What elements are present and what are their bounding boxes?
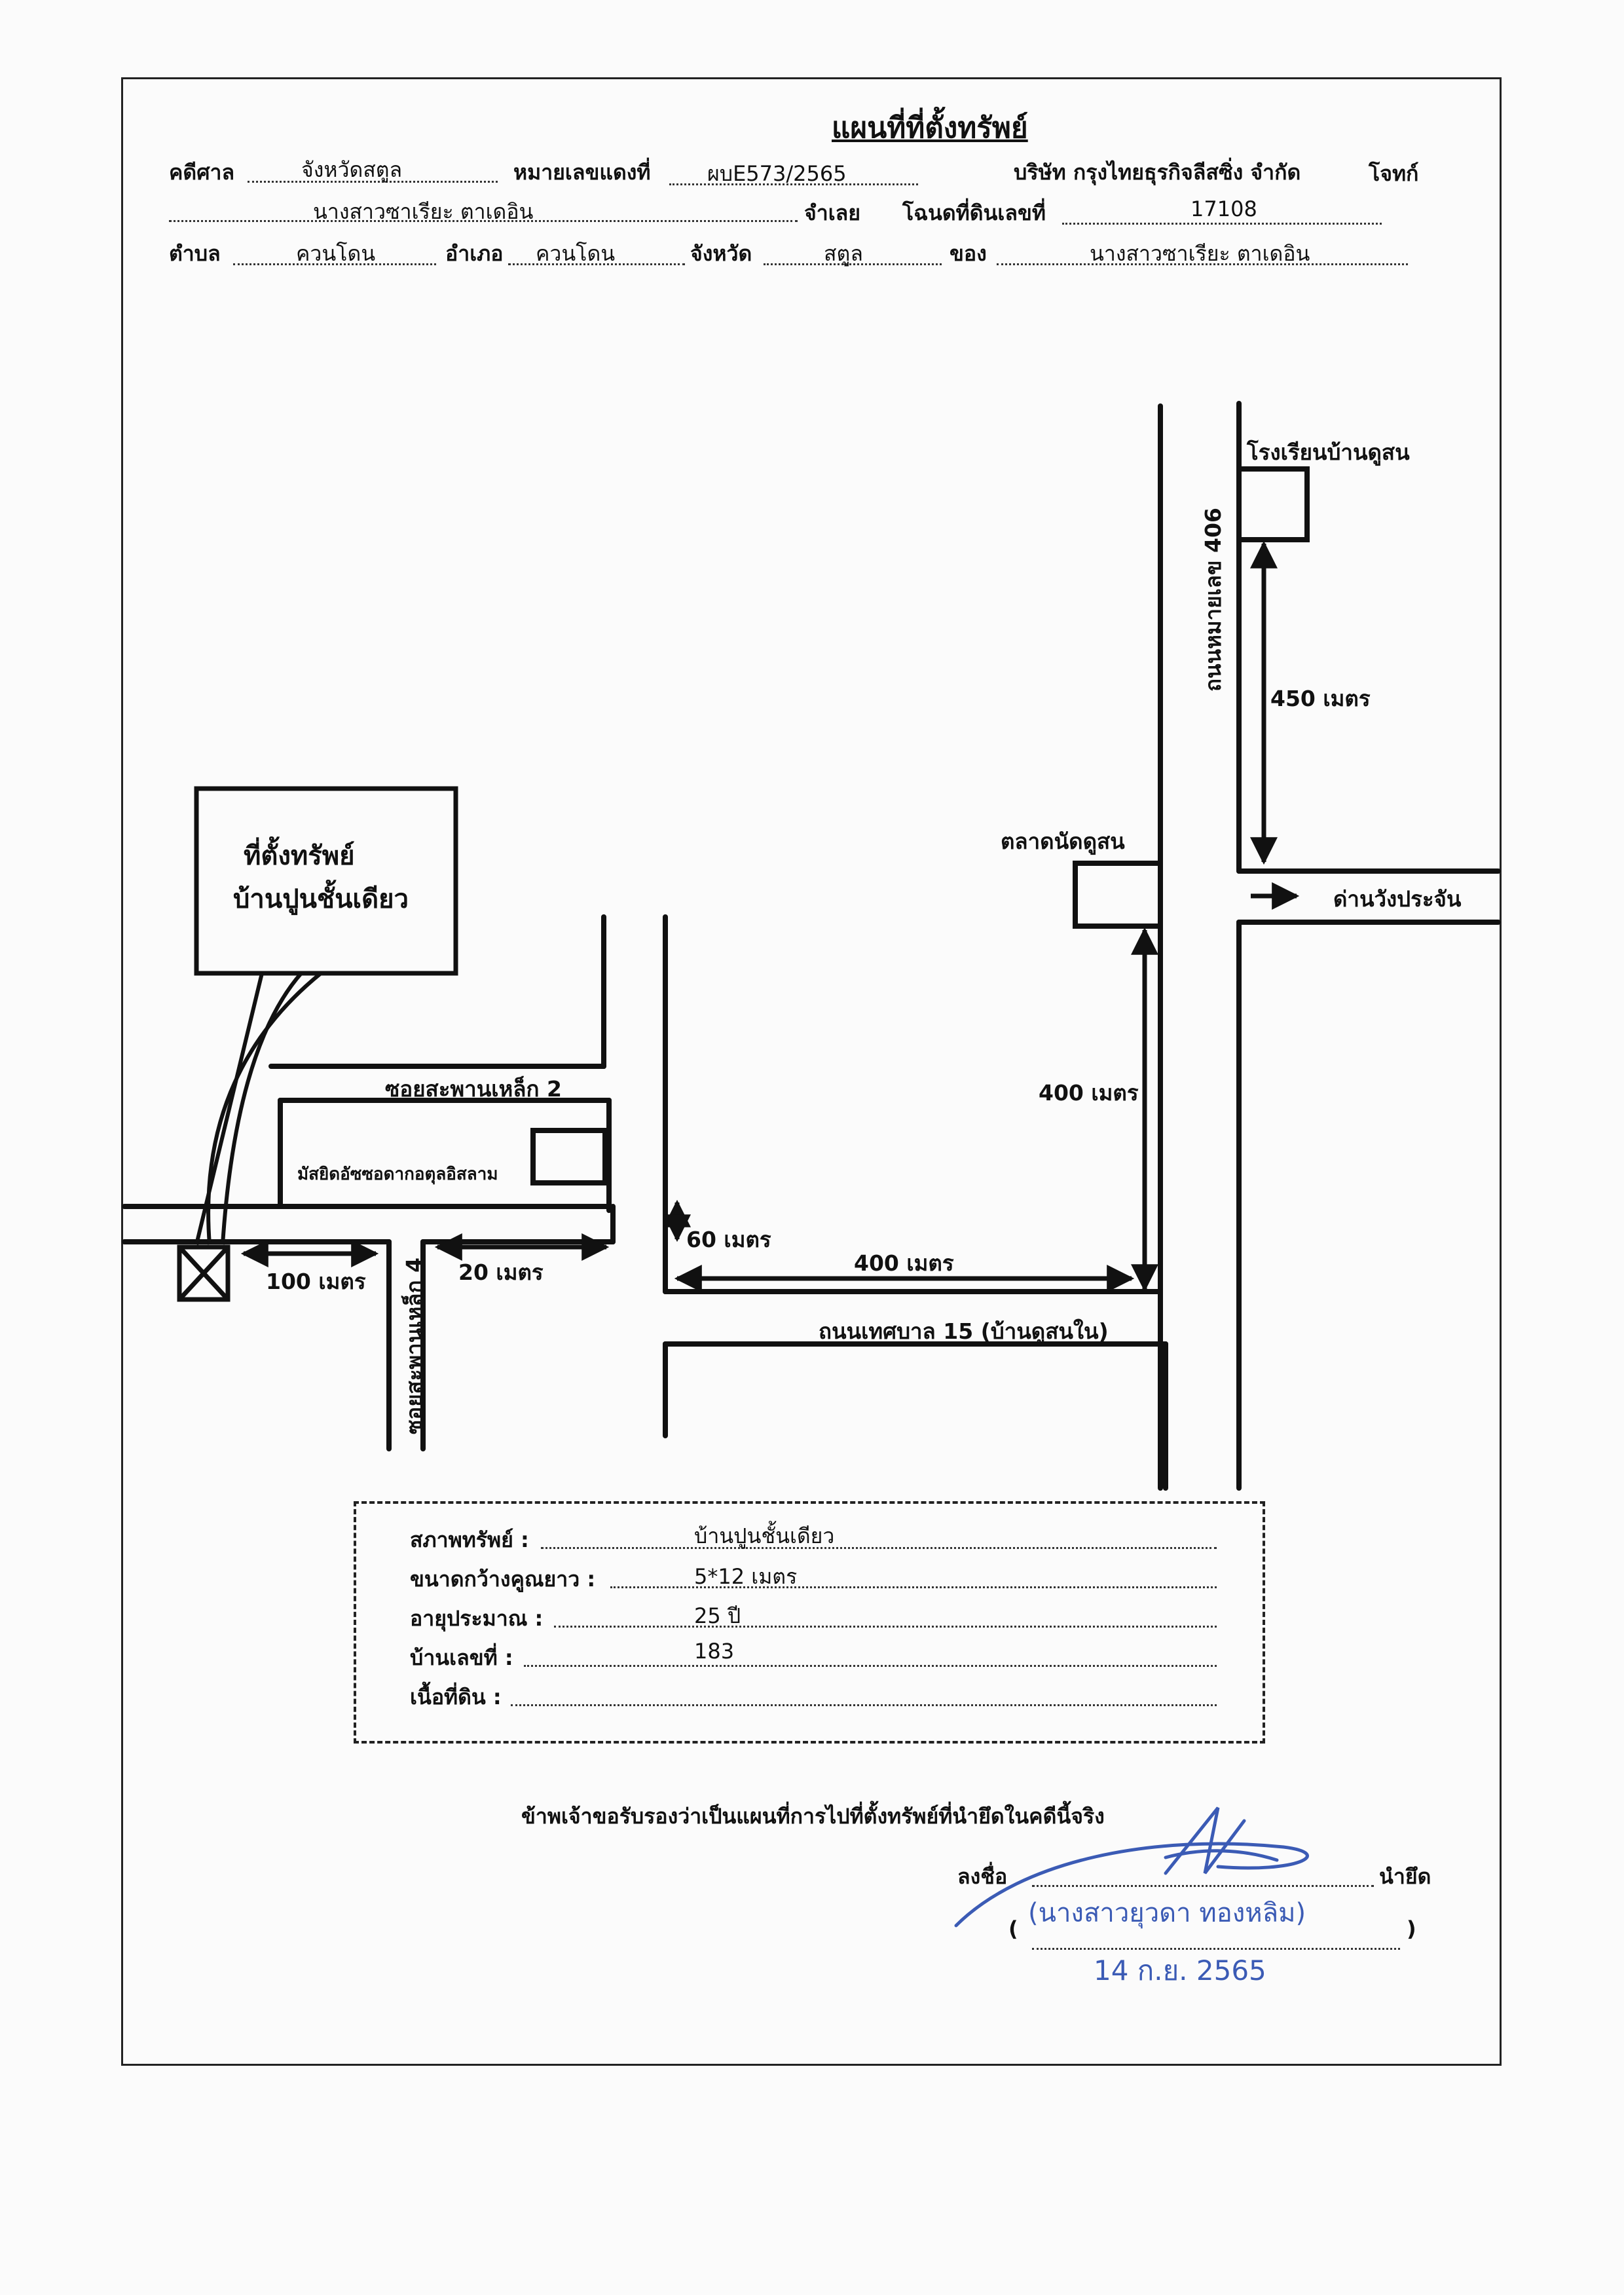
distance-400-horizontal: 400 เมตร: [854, 1250, 954, 1276]
house-no-label: บ้านเลขที่ :: [410, 1645, 513, 1670]
age-label: อายุประมาณ :: [410, 1606, 544, 1631]
province-value: สตูล: [824, 241, 863, 266]
name-stamp: (นางสาวยุวดา ทองหลิม): [1028, 1898, 1306, 1928]
distance-20: 20 เมตร: [458, 1259, 544, 1285]
condition-label: สภาพทรัพย์ :: [410, 1527, 529, 1552]
plaintiff-value: บริษัท กรุงไทยธุรกิจลีสซิ่ง จำกัด: [1014, 160, 1301, 185]
checkpoint-label: ด่านวังประจัน: [1333, 886, 1462, 912]
market-building: [1073, 861, 1163, 929]
subdistrict-value: ควนโดน: [296, 241, 376, 266]
age-value: 25 ปี: [694, 1603, 741, 1628]
house-no-line: [524, 1665, 1217, 1667]
land-area-label: เนื้อที่ดิน :: [410, 1685, 502, 1709]
size-value: 5*12 เมตร: [694, 1564, 798, 1589]
school-building: [1236, 466, 1310, 542]
size-label: ขนาดกว้างคูณยาว :: [410, 1567, 596, 1592]
size-line: [610, 1586, 1217, 1588]
name-open-paren: (: [1008, 1916, 1018, 1941]
mosque-label: มัสยิดอัซซอดากอตุลอิสลาม: [297, 1165, 498, 1184]
condition-value: บ้านปูนชั้นเดียว: [694, 1523, 835, 1548]
owner-label: ของ: [950, 241, 987, 266]
defendant-line: [169, 220, 798, 222]
soi-2-label: ซอยสะพานเหล็ก 2: [385, 1076, 562, 1102]
certification-statement: ข้าพเจ้าขอรับรองว่าเป็นแผนที่การไปที่ตั้…: [521, 1804, 1105, 1829]
property-callout-line2: บ้านปูนชั้นเดียว: [233, 884, 409, 914]
plaintiff-label: โจทก์: [1369, 161, 1419, 186]
land-area-line: [511, 1704, 1217, 1706]
sign-label: ลงชื่อ: [957, 1864, 1008, 1889]
district-value: ควนโดน: [536, 241, 616, 266]
case-no-label: หมายเลขแดงที่: [513, 160, 651, 185]
district-line: [508, 263, 685, 265]
road-network: [122, 401, 1501, 1491]
court-label: คดีศาล: [169, 160, 235, 185]
document-title: แผนที่ที่ตั้งทรัพย์: [832, 111, 1028, 145]
property-info-box: [354, 1501, 1265, 1744]
condition-line: [541, 1547, 1217, 1549]
court-value: จังหวัดสตูล: [301, 157, 403, 182]
owner-value: นางสาวซาเรียะ ตาเดอิน: [1090, 241, 1310, 266]
property-marker-icon: [177, 1244, 231, 1302]
deed-line: [1062, 223, 1382, 225]
subdistrict-line: [233, 263, 436, 265]
age-line: [554, 1626, 1217, 1628]
defendant-value: นางสาวซาเรียะ ตาเดอิน: [313, 199, 534, 224]
district-label: อำเภอ: [445, 241, 504, 266]
case-no-value: ผบE573/2565: [707, 161, 847, 186]
market-label: ตลาดนัดดูสน: [1001, 829, 1125, 854]
property-callout-line1: ที่ตั้งทรัพย์: [244, 841, 355, 871]
property-callout-box: [194, 786, 458, 976]
subdistrict-label: ตำบล: [169, 241, 221, 266]
distance-arrows: [240, 540, 1300, 1292]
name-close-paren: ): [1407, 1916, 1416, 1941]
page-border: [121, 77, 1502, 2066]
owner-line: [997, 263, 1408, 265]
distance-450: 450 เมตร: [1270, 686, 1371, 711]
case-no-line: [669, 183, 918, 185]
distance-400-vertical: 400 เมตร: [1039, 1080, 1139, 1106]
province-label: จังหวัด: [690, 241, 752, 266]
mosque-building: [530, 1128, 608, 1185]
deed-label: โฉนดที่ดินเลขที่: [902, 200, 1046, 225]
callout-pointer: [194, 971, 322, 1245]
name-line: [1032, 1948, 1400, 1950]
signature-line: [1032, 1885, 1374, 1887]
municipal-road-label: ถนนเทศบาล 15 (บ้านดูสนใน): [819, 1318, 1109, 1344]
defendant-label: จำเลย: [804, 200, 861, 225]
role-label: นำยึด: [1379, 1864, 1431, 1889]
distance-60: 60 เมตร: [686, 1227, 771, 1252]
date-stamp: 14 ก.ย. 2565: [1094, 1954, 1266, 1987]
court-line: [248, 181, 498, 183]
school-label: โรงเรียนบ้านดูสน: [1247, 439, 1410, 465]
house-no-value: 183: [694, 1639, 735, 1664]
distance-100: 100 เมตร: [266, 1269, 366, 1294]
province-line: [764, 263, 942, 265]
deed-value: 17108: [1190, 196, 1257, 221]
